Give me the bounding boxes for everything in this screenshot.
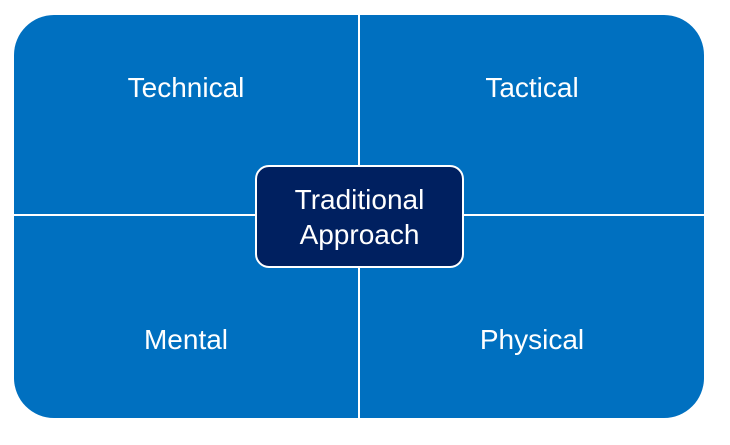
quadrant-label-mental: Mental <box>143 324 229 355</box>
quadrant-label-technical: Technical <box>127 72 245 103</box>
center-label-line2: Approach <box>299 218 420 250</box>
quadrant-matrix: Technical Tactical Mental Physical <box>14 15 704 418</box>
center-box-traditional-approach: Traditional Approach <box>255 165 464 268</box>
quadrant-label-tactical: Tactical <box>485 72 579 103</box>
center-label-line1: Traditional <box>294 183 425 215</box>
quadrant-label-physical: Physical <box>479 324 585 355</box>
